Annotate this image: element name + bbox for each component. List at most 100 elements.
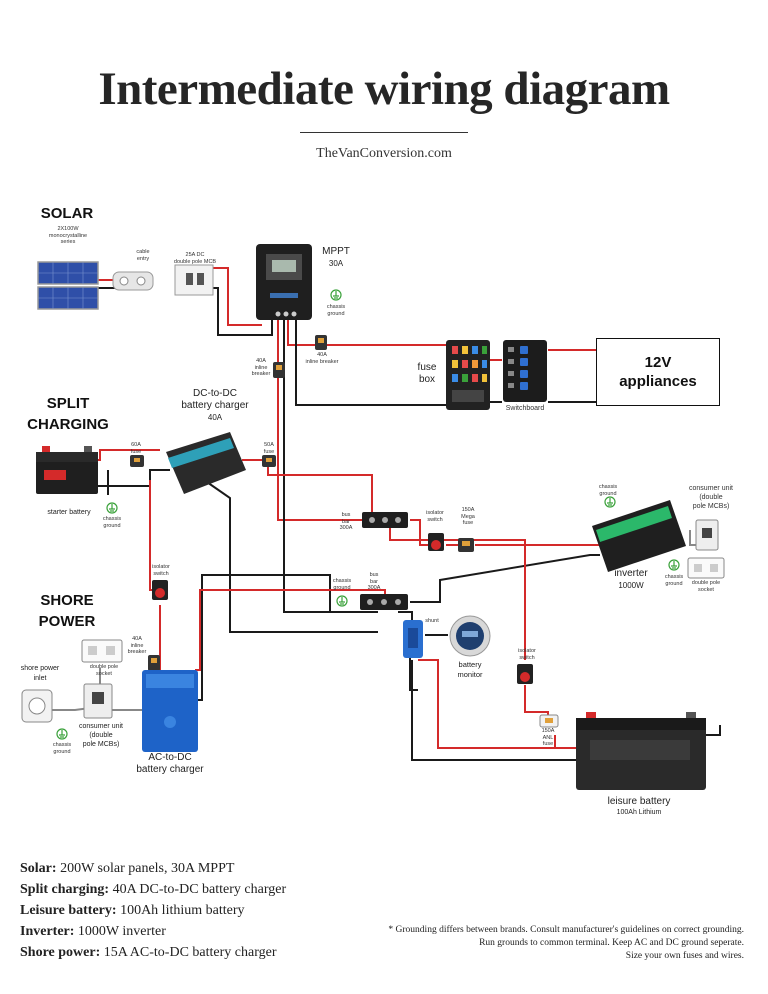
label-bus-top-3: 300A (339, 525, 353, 531)
label-iso-top-2: switch (427, 516, 443, 523)
label-cg-bus-1: chassis (332, 578, 352, 584)
label-isolator-top: isolator switch (420, 510, 450, 523)
label-consumer-unit-right: consumer unit (double pole MCBs) (676, 484, 746, 511)
label-cu-left-3: pole MCBs) (82, 741, 120, 748)
label-iso-right-2: switch (519, 654, 535, 661)
label-battery-monitor: battery monitor (450, 660, 490, 680)
bus-bar-top-icon (362, 512, 408, 528)
inverter-icon (592, 500, 686, 572)
label-monitor-2: monitor (457, 670, 483, 679)
section-split-charging: SPLIT CHARGING (18, 393, 118, 435)
label-bus-bar-top: bus bar 300A (334, 512, 358, 532)
label-cu-left-2: (double (89, 732, 113, 739)
label-dcdc-3: 40A (207, 413, 223, 422)
label-dc-dc-charger: DC-to-DC battery charger 40A (170, 388, 260, 424)
label-mega-fuse-40a-1: 40A (317, 352, 327, 358)
label-bus-bottom-1: bus (369, 572, 379, 578)
inline-breaker-40a-icon (148, 655, 160, 671)
label-shore-inlet-2: inlet (33, 675, 47, 682)
label-mppt-1: MPPT (322, 246, 350, 257)
label-anl-1: 150A (541, 728, 555, 734)
section-shore-line-1: SHORE (40, 592, 94, 609)
label-solar-panels-3: series (60, 239, 76, 245)
label-leisure-battery: leisure battery 100Ah Lithium (596, 796, 682, 818)
label-ac-dc-charger: AC-to-DC battery charger (120, 752, 220, 776)
label-inline-breaker-2: inline (130, 642, 144, 649)
label-isolator-right: isolator switch (512, 648, 542, 661)
wire-to-isolator-right (389, 520, 526, 660)
label-mppt: MPPT 30A (316, 246, 356, 270)
wire-charger-bus-negative (185, 574, 360, 701)
label-leisure-1: leisure battery (607, 796, 671, 807)
label-switchboard: Switchboard (505, 405, 545, 412)
label-acdc-2: battery charger (136, 764, 204, 775)
diagram-title: Intermediate wiring diagram (98, 63, 670, 115)
wire-shunt-battery-negative (411, 660, 582, 761)
ground-icon-cu (668, 559, 680, 571)
label-cg-inv-2: ground (599, 490, 617, 497)
ground-symbols (56, 289, 680, 740)
wire-shunt-down (409, 655, 418, 691)
label-fuse-50a-1: 50A (264, 442, 274, 448)
starter-battery-icon (36, 446, 98, 494)
note-line-1: * Grounding differs between brands. Cons… (388, 925, 744, 935)
label-iso-top-1: isolator (426, 510, 444, 516)
shore-inlet-icon (21, 689, 53, 723)
label-fuse-60a-1: 60A (131, 442, 141, 448)
section-shore-power: SHORE POWER (22, 590, 112, 632)
label-inverter-1: inverter (614, 568, 648, 579)
label-fuse-60a: 60A fuse (125, 442, 147, 455)
label-inverter-2: 1000W (618, 581, 644, 590)
wire-dcdc-bus-positive (242, 459, 373, 512)
label-double-socket-right: double pole socket (688, 580, 724, 593)
double-socket-right-icon (687, 557, 725, 579)
summary-item-split: Split charging: 40A DC-to-DC battery cha… (20, 882, 287, 897)
label-mppt-2: 30A (328, 259, 344, 268)
label-dc-mcb-1: 25A DC (185, 252, 205, 258)
summary-item-shore: Shore power: 15A AC-to-DC battery charge… (20, 945, 277, 960)
label-bus-top-1: bus (341, 512, 351, 518)
label-dc-mcb-2: double pole MCB (173, 258, 217, 265)
label-ds-right-1: double pole (691, 580, 721, 586)
label-cu-right-1: consumer unit (689, 485, 733, 492)
label-mega-150-1: 150A (461, 507, 475, 513)
wire-mcb-mppt-negative (212, 287, 273, 336)
wire-dcdc-bus-negative (203, 479, 378, 633)
label-cg-mppt-2: ground (327, 310, 345, 317)
battery-monitor-icon (449, 615, 491, 657)
label-bus-bottom-2: bar (370, 578, 378, 585)
label-solar-panels-2: monocrystalline (48, 232, 88, 239)
site-name: TheVanConversion.com (316, 146, 452, 161)
label-bus-bottom-3: 300A (367, 585, 381, 591)
label-cg-starter-1: chassis (102, 516, 122, 522)
label-inline-breaker-1: 40A (132, 636, 142, 642)
label-chassis-ground-mppt: chassis ground (322, 304, 350, 317)
label-cable-entry-1: cable (136, 249, 150, 255)
cable-entry-icon (112, 271, 154, 291)
wire-shunt-battery-red (418, 659, 582, 749)
label-bus-top-2: bar (342, 518, 350, 525)
label-fuse-box-2: box (418, 374, 436, 385)
summary-item-solar: Solar: 200W solar panels, 30A MPPT (20, 861, 235, 876)
wire-bus-inverter-negative (410, 554, 600, 603)
label-leisure-2: 100Ah Lithium (616, 809, 662, 816)
label-mega-fuse-40a-2: inline breaker (305, 358, 339, 365)
label-acdc-1: AC-to-DC (148, 752, 192, 763)
appliances-box: 12V appliances (596, 338, 720, 406)
section-split-line-2: CHARGING (27, 416, 109, 433)
label-solar-panels: 2X100W monocrystalline series (38, 226, 98, 246)
label-shore-inlet: shore power inlet (18, 664, 62, 684)
label-cu-right-2: (double (699, 494, 723, 501)
wire-mcb-mppt-positive (212, 267, 262, 326)
consumer-unit-left-icon (83, 683, 113, 719)
label-cg-inv-1: chassis (598, 484, 618, 490)
label-mega-150-2: Mega (461, 513, 475, 520)
leisure-battery-icon (576, 712, 706, 790)
label-bus-bar-bottom: bus bar 300A (362, 572, 386, 592)
summary-item-leisure: Leisure battery: 100Ah lithium battery (20, 903, 245, 918)
label-fuse-box-1: fuse (417, 362, 437, 373)
wire-bus-isolator (410, 519, 432, 546)
wire-battery-extra (705, 725, 721, 736)
shunt-icon (403, 620, 423, 658)
